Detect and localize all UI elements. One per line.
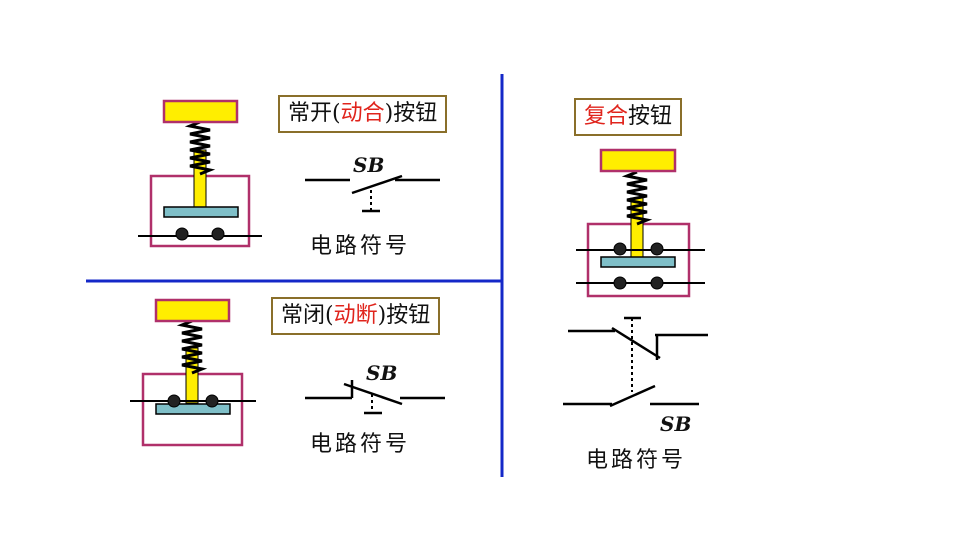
normally-closed-symbol — [305, 380, 445, 415]
normally-open-symbol-label: SB — [353, 153, 385, 177]
compound-symbol-label: SB — [660, 412, 692, 436]
title-prefix: 常闭( — [281, 303, 334, 328]
title-suffix: )按钮 — [384, 101, 438, 126]
normally-open-caption: 电路符号 — [310, 234, 411, 259]
compound-button-illustration — [576, 148, 705, 298]
contact-left — [167, 394, 181, 408]
normally-closed-caption: 电路符号 — [310, 432, 411, 457]
normally-open-symbol — [305, 174, 440, 213]
contact-left — [175, 227, 189, 241]
upper-contact-left — [613, 242, 627, 256]
title-highlight: 复合 — [584, 104, 629, 129]
contact-right — [211, 227, 225, 241]
lower-contact-right — [650, 276, 664, 290]
title-suffix: 按钮 — [628, 104, 673, 129]
button-cap — [162, 99, 239, 124]
spring — [176, 319, 208, 375]
contact-bar — [163, 206, 239, 218]
title-highlight: 动断 — [333, 303, 378, 328]
upper-contact-right — [650, 242, 664, 256]
title-prefix: 常开( — [288, 101, 341, 126]
normally-closed-symbol-label: SB — [366, 361, 398, 385]
compound-button-title: 复合按钮 — [574, 98, 683, 136]
button-cap — [599, 148, 677, 173]
button-cap — [154, 298, 231, 323]
compound-caption: 电路符号 — [586, 448, 687, 473]
contact-right — [205, 394, 219, 408]
compound-symbol — [563, 316, 708, 408]
normally-closed-button-illustration — [130, 298, 256, 447]
title-suffix: )按钮 — [377, 303, 431, 328]
lower-contact-left — [613, 276, 627, 290]
normally-open-button-title: 常开(动合)按钮 — [278, 95, 448, 133]
spring — [184, 120, 216, 176]
contact-bar — [600, 256, 676, 268]
normally-open-button-illustration — [138, 99, 262, 248]
contact-bar — [155, 403, 231, 415]
normally-closed-button-title: 常闭(动断)按钮 — [271, 297, 441, 335]
title-highlight: 动合 — [340, 101, 385, 126]
spring — [621, 170, 653, 226]
